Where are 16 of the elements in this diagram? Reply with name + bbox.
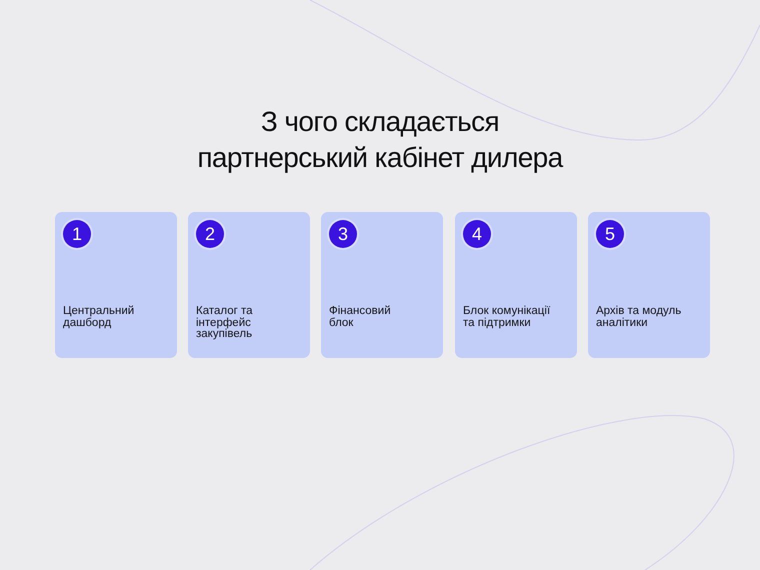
number-badge: 5 [596, 220, 624, 248]
card-label: Фінансовий блок [329, 306, 392, 329]
number-badge: 3 [329, 220, 357, 248]
section-card [321, 212, 443, 358]
number-badge: 4 [463, 220, 491, 248]
number-badge: 2 [196, 220, 224, 248]
section-card [55, 212, 177, 358]
section-card [455, 212, 577, 358]
card-label: Центральний дашборд [63, 306, 136, 329]
title: З чого складається партнерський кабінет дилера [196, 105, 564, 175]
section-card [188, 212, 310, 358]
card-label: Архів та модуль аналітики [596, 306, 682, 329]
section-card [588, 212, 710, 358]
card-label: Блок комунікації та підтримки [463, 306, 552, 329]
card-label: Каталог та інтерфейс закупівель [196, 306, 254, 340]
number-badge: 1 [63, 220, 91, 248]
